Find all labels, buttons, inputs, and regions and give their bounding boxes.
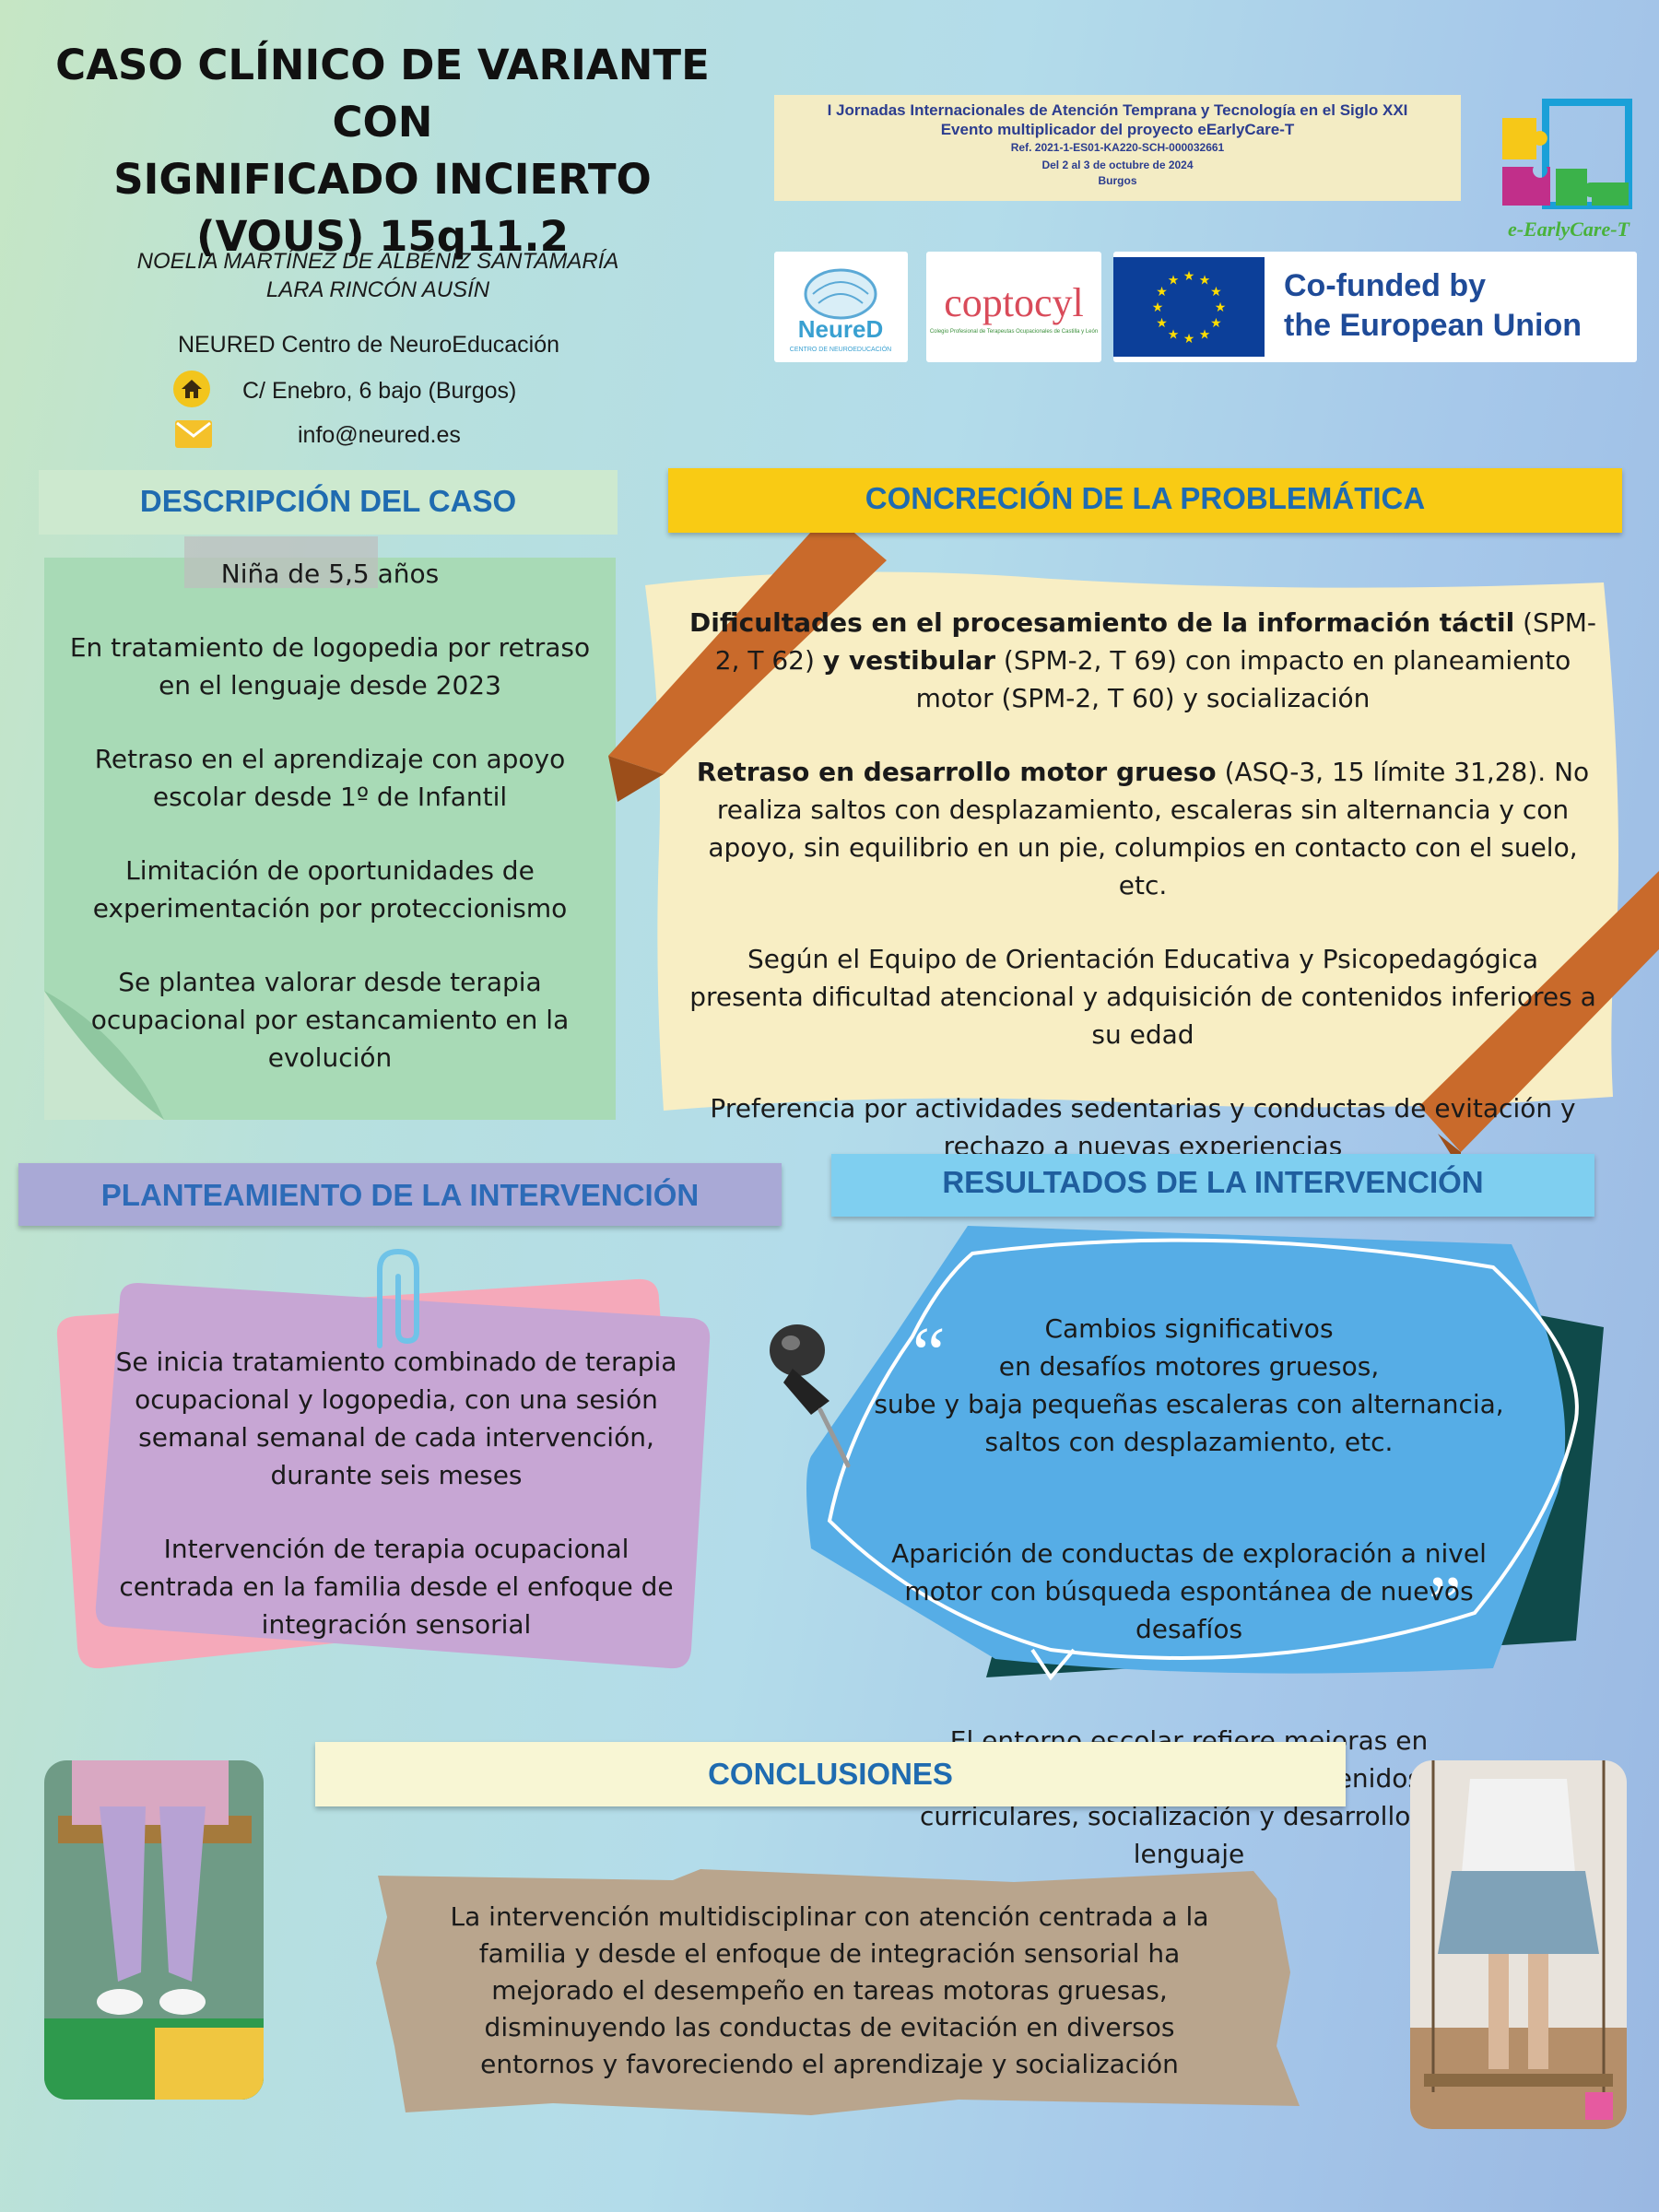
problematica-text-3: (ASQ-3, 15 límite 31,28). No realiza sal… xyxy=(708,757,1590,900)
home-icon xyxy=(173,371,210,407)
author-1: NOELIA MARTÍNEZ DE ALBÉNIZ SANTAMARÍA xyxy=(136,249,619,274)
event-ref: Ref. 2021-1-ES01-KA220-SCH-000032661 xyxy=(1010,141,1225,154)
descripcion-item: Se plantea valorar desde terapia ocupaci… xyxy=(90,967,570,1073)
email-row: info@neured.es xyxy=(173,417,560,457)
problematica-bold-1: Dificultades en el procesamiento de la i… xyxy=(689,607,1515,638)
eu-flag-icon: ★★★★★★★★★★★★ xyxy=(1113,257,1265,357)
resultados-paragraph-2: Aparición de conductas de exploración a … xyxy=(891,1538,1487,1644)
title-line-2: SIGNIFICADO INCIERTO xyxy=(113,155,652,204)
descripcion-item: Limitación de oportunidades de experimen… xyxy=(92,855,568,924)
address-text: C/ Enebro, 6 bajo (Burgos) xyxy=(242,378,517,404)
eu-star-icon: ★ xyxy=(1156,285,1168,300)
push-pin-icon xyxy=(770,1324,851,1468)
address-row: C/ Enebro, 6 bajo (Burgos) xyxy=(173,371,560,415)
heading-resultados: RESULTADOS DE LA INTERVENCIÓN xyxy=(831,1154,1594,1217)
problematica-text: Dificultades en el procesamiento de la i… xyxy=(687,604,1599,1201)
orange-ribbon-top xyxy=(608,512,887,774)
problematica-bold-3: Retraso en desarrollo motor grueso xyxy=(696,757,1217,787)
tape-strip xyxy=(184,536,378,588)
author-2: LARA RINCÓN AUSÍN xyxy=(265,277,490,302)
resultados-background: “ ” xyxy=(806,1226,1604,1681)
planteamiento-text: Se inicia tratamiento combinado de terap… xyxy=(106,1343,687,1679)
eearlycare-logo xyxy=(1495,95,1642,242)
resultados-paragraph-1: Cambios significativos en desafíos motor… xyxy=(874,1313,1504,1457)
coptocyl-logo-text: coptocyl xyxy=(944,280,1084,325)
heading-conclusiones: CONCLUSIONES xyxy=(315,1742,1346,1806)
close-quote: ” xyxy=(1429,1562,1462,1643)
problematica-background xyxy=(608,512,1659,1171)
title-line-1: CASO CLÍNICO DE VARIANTE CON xyxy=(55,41,710,147)
problematica-paragraph-3: Según el Equipo de Orientación Educativa… xyxy=(689,944,1596,1050)
eu-star-icon: ★ xyxy=(1199,274,1211,288)
event-dates: Del 2 al 3 de octubre de 2024 xyxy=(1041,159,1194,171)
eearlycare-logo-text: e-EarlyCare-T xyxy=(1508,218,1630,241)
poster-title: CASO CLÍNICO DE VARIANTE CON SIGNIFICADO… xyxy=(18,37,747,265)
descripcion-item: Retraso en el aprendizaje con apoyo esco… xyxy=(94,744,566,812)
coptocyl-logo: coptocyl Colegio Profesional de Terapeut… xyxy=(926,252,1101,362)
event-line-2: Evento multiplicador del proyecto eEarly… xyxy=(940,121,1295,138)
descripcion-item: En tratamiento de logopedia por retraso … xyxy=(69,632,591,700)
kraft-paper-card xyxy=(376,1869,1300,2115)
problematica-bold-2: y vestibular xyxy=(822,645,995,676)
eu-star-icon: ★ xyxy=(1183,332,1195,347)
white-outline xyxy=(827,1238,1579,1660)
problematica-text-2: (SPM-2, T 69) con impacto en planeamient… xyxy=(915,645,1571,713)
email-link[interactable]: info@neured.es xyxy=(298,422,461,448)
paperclip-icon xyxy=(377,1248,419,1348)
neured-logo: NeureD CENTRO DE NEUROEDUCACIÓN xyxy=(774,252,908,362)
title-line-3: (VOUS) 15q11.2 xyxy=(196,212,569,261)
problematica-paragraph-1: Dificultades en el procesamiento de la i… xyxy=(687,604,1599,717)
event-line-1: I Jornadas Internacionales de Atención T… xyxy=(827,101,1408,119)
eu-star-icon: ★ xyxy=(1183,269,1195,284)
event-city: Burgos xyxy=(1098,174,1137,187)
eu-cofunded-text: Co-funded by the European Union xyxy=(1284,266,1582,346)
eu-text-line-2: the European Union xyxy=(1284,308,1582,343)
heading-descripcion: DESCRIPCIÓN DEL CASO xyxy=(39,470,618,535)
event-banner: I Jornadas Internacionales de Atención T… xyxy=(774,95,1461,201)
neured-logo-subtext: CENTRO DE NEUROEDUCACIÓN xyxy=(790,345,891,353)
eu-star-icon: ★ xyxy=(1210,316,1222,331)
eu-text-line-1: Co-funded by xyxy=(1284,268,1487,303)
eu-star-icon: ★ xyxy=(1210,285,1222,300)
eu-star-icon: ★ xyxy=(1152,300,1164,315)
eu-star-icon: ★ xyxy=(1168,274,1180,288)
heading-problematica: CONCRECIÓN DE LA PROBLEMÁTICA xyxy=(668,468,1622,533)
heading-planteamiento: PLANTEAMIENTO DE LA INTERVENCIÓN xyxy=(18,1163,782,1226)
purple-card xyxy=(95,1283,711,1669)
descripcion-text: Niña de 5,5 años En tratamiento de logop… xyxy=(53,555,606,1112)
planteamiento-cards xyxy=(56,1278,711,1669)
problematica-text-1: (SPM-2, T 62) xyxy=(714,607,1596,676)
descripcion-item: Niña de 5,5 años xyxy=(220,559,440,589)
eu-star-icon: ★ xyxy=(1199,327,1211,342)
orange-ribbon-bottom xyxy=(1419,871,1659,1152)
eu-cofunded-logo: ★★★★★★★★★★★★ Co-funded by the European U… xyxy=(1113,252,1637,362)
eu-star-icon: ★ xyxy=(1156,316,1168,331)
conclusiones-text: La intervención multidisciplinar con ate… xyxy=(450,1901,1209,2079)
blue-hexagon xyxy=(806,1226,1566,1674)
authors: NOELIA MARTÍNEZ DE ALBÉNIZ SANTAMARÍA LA… xyxy=(92,247,664,304)
eu-star-icon: ★ xyxy=(1168,327,1180,342)
neured-logo-text: NeureD xyxy=(798,315,883,343)
open-quote: “ xyxy=(912,1313,946,1394)
eu-star-icon: ★ xyxy=(1215,300,1227,315)
organization-name: NEURED Centro de NeuroEducación xyxy=(177,332,560,358)
envelope-icon xyxy=(175,420,212,448)
photo-child-swing xyxy=(1410,1760,1627,2129)
coptocyl-logo-subtext: Colegio Profesional de Terapeutas Ocupac… xyxy=(930,329,1098,335)
planteamiento-paragraph-1: Se inicia tratamiento combinado de terap… xyxy=(115,1347,677,1490)
problematica-paragraph-2: Retraso en desarrollo motor grueso (ASQ-… xyxy=(687,753,1599,904)
photo-child-legs xyxy=(44,1760,264,2100)
green-sticky-note xyxy=(44,558,616,1120)
planteamiento-paragraph-2: Intervención de terapia ocupacional cent… xyxy=(119,1534,674,1640)
